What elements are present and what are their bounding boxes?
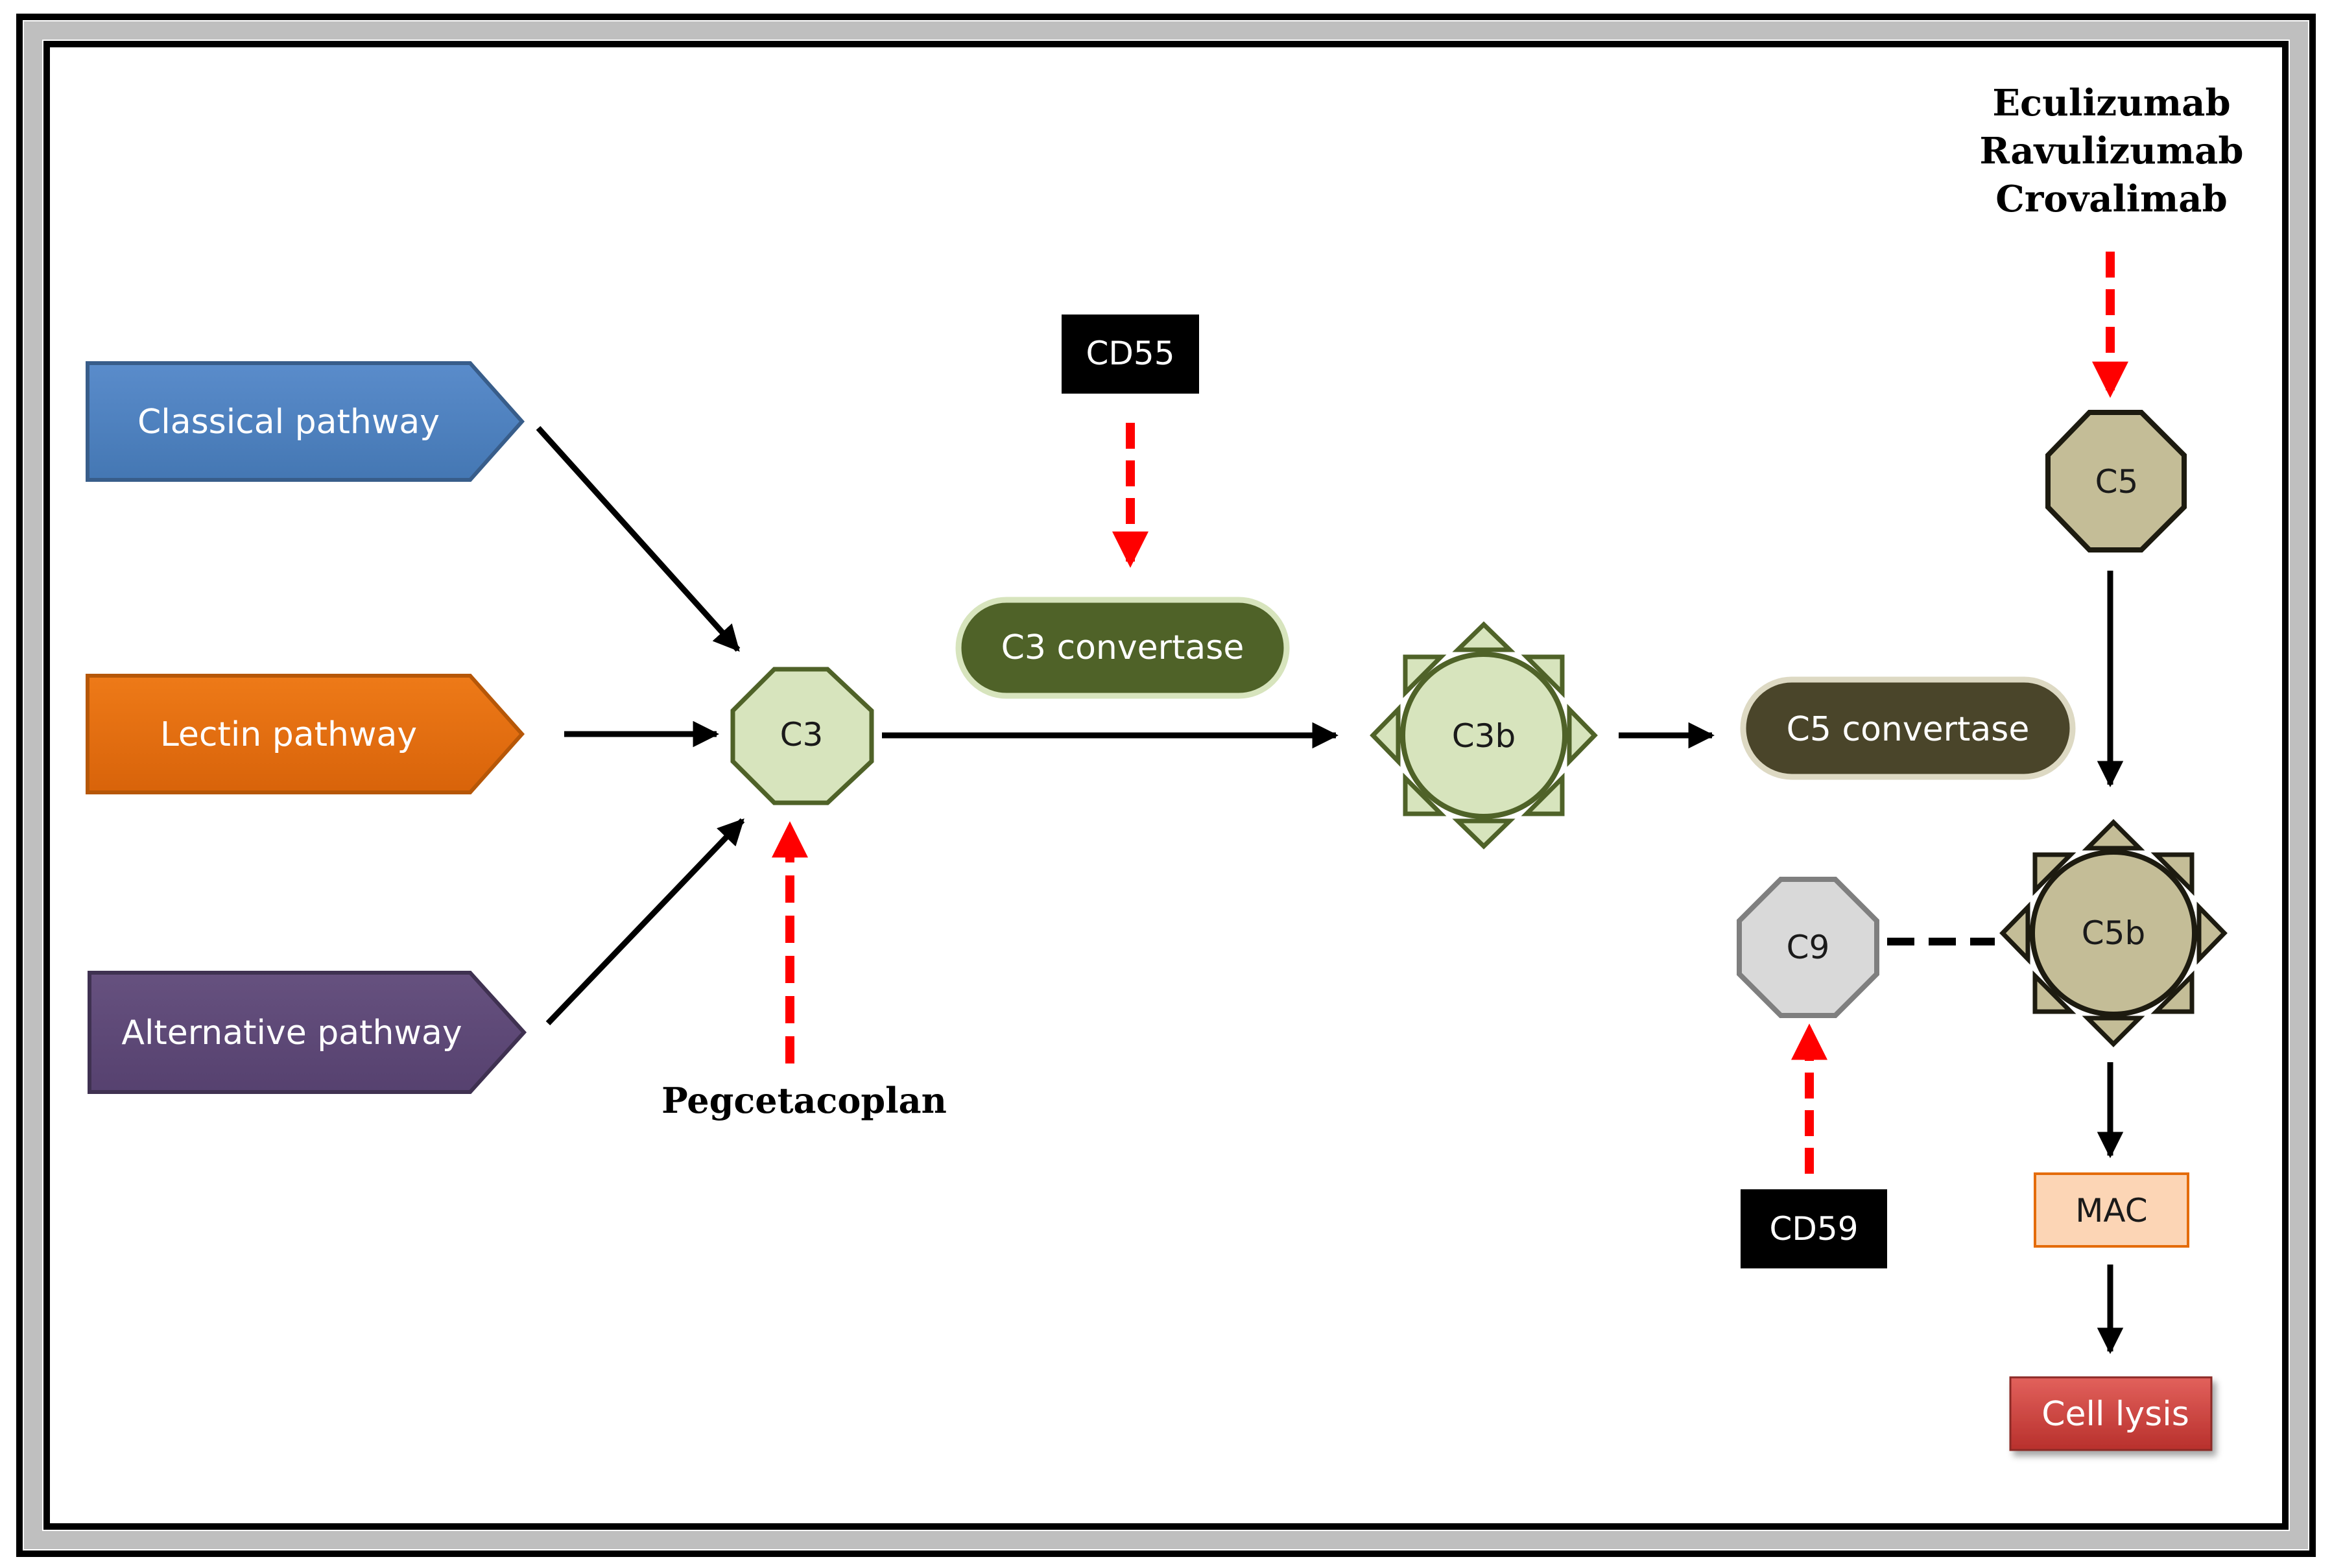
drug-ravulizumab: Ravulizumab xyxy=(1979,130,2243,172)
cd55-box xyxy=(1062,315,1199,394)
c5-node xyxy=(2045,410,2187,552)
outer-frame xyxy=(16,14,2316,1557)
c3-label: C3 xyxy=(780,716,824,754)
c5b-label: C5b xyxy=(2082,914,2145,952)
c5-convertase-label: C5 convertase xyxy=(1787,710,2030,749)
pegcetacoplan-label: Pegcetacoplan xyxy=(661,1080,947,1121)
c3-convertase-label: C3 convertase xyxy=(1001,628,1244,667)
c9-node xyxy=(1737,877,1879,1018)
alternative-pathway-shape xyxy=(88,971,527,1094)
lectin-pathway-shape xyxy=(86,674,525,794)
drug-crovalimab: Crovalimab xyxy=(1995,178,2228,220)
arrow-classical-to-c3 xyxy=(536,425,741,652)
lectin-pathway-label: Lectin pathway xyxy=(160,715,417,754)
classical-pathway-shape xyxy=(86,361,525,482)
mac-label: MAC xyxy=(2075,1192,2147,1229)
c3b-node xyxy=(1370,621,1598,849)
cd55-label: CD55 xyxy=(1086,335,1174,372)
arrow-alternative-to-c3 xyxy=(545,818,745,1026)
alternative-pathway-label: Alternative pathway xyxy=(121,1014,462,1052)
frame-band xyxy=(24,21,2308,1549)
c9-label: C9 xyxy=(1787,929,1830,966)
cd59-box xyxy=(1741,1189,1887,1268)
classical-pathway-label: Classical pathway xyxy=(137,403,440,442)
c5-convertase-node xyxy=(1740,676,2076,780)
cell-lysis-label: Cell lysis xyxy=(2041,1395,2189,1434)
c5b-node xyxy=(1999,819,2228,1047)
cd59-label: CD59 xyxy=(1769,1210,1858,1248)
c5-label: C5 xyxy=(2095,463,2139,501)
c3-convertase-node xyxy=(955,597,1290,699)
mac-node xyxy=(2034,1172,2189,1248)
drug-eculizumab: Eculizumab xyxy=(1992,82,2230,125)
c3-node xyxy=(730,667,874,805)
cell-lysis-node xyxy=(2009,1376,2213,1451)
c3b-label: C3b xyxy=(1452,717,1516,755)
